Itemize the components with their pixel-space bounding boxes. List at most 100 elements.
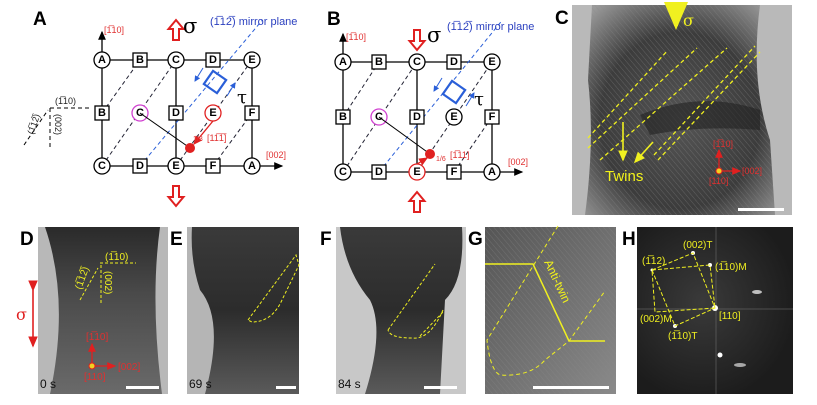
panel-g-hrtem-antitwin: G Anti-twin: [468, 225, 616, 394]
atom-site-label: D: [136, 160, 144, 172]
panel-label-a: A: [33, 9, 47, 30]
scale-bar: [126, 386, 159, 389]
timestamp: 0 s: [40, 377, 56, 391]
atom-site-square: [446, 164, 462, 180]
orientation-axes: [1̅10] [002] [110]: [84, 331, 140, 383]
shift-path-line: [139, 112, 191, 149]
atom-site-circle: [334, 53, 352, 71]
atom-site-label: F: [451, 166, 458, 178]
atom-site-label: D: [450, 56, 458, 68]
atom-site-label: F: [210, 160, 217, 172]
scale-bar: [738, 208, 784, 211]
panel-label-e: E: [170, 229, 183, 250]
atom-site-square: [132, 52, 148, 68]
sigma-label: σ: [683, 11, 694, 30]
atom-site-square: [205, 158, 221, 174]
shear-arrow: [465, 92, 475, 107]
atom-site-circle: [445, 108, 463, 126]
inset-plane-112: (1̅12̅): [25, 113, 42, 136]
atom-site-label: D: [172, 107, 180, 119]
atom-site-circle: [167, 51, 185, 69]
timestamp: 84 s: [338, 377, 361, 391]
plane-label-002: (002): [102, 271, 113, 294]
inset-plane-110: (1̅10): [55, 96, 76, 106]
atom-site-label: E: [488, 56, 495, 68]
atom-site-circle: [483, 53, 501, 71]
atom-site-label: E: [248, 54, 255, 66]
panel-label-b: B: [327, 9, 341, 30]
atom-site-circle: [243, 51, 261, 69]
atom-site-label: F: [249, 107, 256, 119]
spot-label-112: (1̅12): [642, 255, 665, 267]
scale-bar: [533, 386, 609, 389]
atom-site-label: B: [136, 54, 144, 66]
axis-label-up: [1̅10]: [104, 25, 124, 35]
panel-label-d: D: [20, 229, 34, 250]
atom-site-square: [371, 54, 387, 70]
axis-label-right: [002]: [118, 362, 140, 373]
stress-arrow-icon: [407, 29, 427, 52]
atom-site-square: [244, 105, 260, 121]
atom-site-square: [94, 105, 110, 121]
spot-label-110m: (1̅10)M: [715, 261, 747, 273]
atom-site-square: [205, 52, 221, 68]
atom-site-circle: [334, 163, 352, 181]
panel-label-c: C: [555, 8, 569, 29]
stress-arrow-icon: [407, 190, 427, 213]
stacking-plane-line: [453, 116, 493, 173]
atom-site-label: B: [98, 107, 106, 119]
scale-bar: [424, 386, 457, 389]
spot-label-002t: (002)T: [683, 240, 712, 251]
atom-site-label: A: [339, 56, 347, 68]
atom-site-square: [446, 54, 462, 70]
mirror-plane-line: [378, 21, 502, 173]
inset-plane-002: (002): [53, 114, 63, 135]
atom-site-circle: [243, 157, 261, 175]
axis-label-out: [110]: [709, 176, 728, 186]
fft-index-lines: [651, 252, 716, 327]
stress-arrow-icon: [166, 185, 186, 208]
atom-site-label: E: [413, 166, 420, 178]
atom-site-label: D: [209, 54, 217, 66]
atom-site-label: F: [489, 111, 496, 123]
atom-site-label: B: [375, 56, 383, 68]
orientation-inset: (1̅10) (1̅12̅) (002): [23, 96, 90, 150]
timestamp: 69 s: [189, 377, 212, 391]
sigma-label: σ: [183, 14, 197, 38]
sigma-label: σ: [16, 305, 27, 324]
shift-path-line: [378, 116, 431, 155]
atom-site-circle: [93, 157, 111, 175]
shift-vector: [1̅11]: [450, 150, 469, 160]
panel-c-hrtem: C σ Twins [1̅10] [002] [110]: [555, 2, 792, 215]
spot-label-110: [110]: [719, 311, 741, 322]
panel-label-f: F: [320, 229, 332, 250]
panel-e-tem-69s: E 69 s: [170, 227, 300, 394]
tau-label: τ: [474, 89, 484, 110]
atom-site-label: C: [413, 56, 421, 68]
shear-arrow: [226, 82, 236, 97]
twin-boundaries: [587, 45, 761, 161]
atom-site-label: C: [172, 54, 180, 66]
axis-label-out: [110]: [84, 372, 106, 383]
atom-site-label: E: [172, 160, 179, 172]
shift-fraction: 1/6: [436, 156, 446, 163]
spot-label-002m: (002)M: [640, 314, 672, 325]
spot-label-110t: (1̅10)T: [668, 330, 697, 342]
twins-label: Twins: [605, 168, 643, 185]
axis-label-right: [002]: [508, 157, 528, 167]
tau-label: τ: [237, 87, 247, 108]
atom-site-square: [371, 164, 387, 180]
axis-label-up: [1̅10]: [346, 32, 366, 42]
atom-site-square: [168, 105, 184, 121]
atom-site-label: A: [248, 160, 256, 172]
atom-site-label: C: [98, 160, 106, 172]
atom-site-label: A: [488, 166, 496, 178]
atom-site-label: C: [339, 166, 347, 178]
atom-site-label: B: [339, 111, 347, 123]
orientation-axes: [1̅10] [002] [110]: [709, 139, 762, 186]
axis-label-up: [1̅10]: [86, 331, 108, 343]
panel-f-tem-84s: F 84 s: [320, 227, 466, 394]
